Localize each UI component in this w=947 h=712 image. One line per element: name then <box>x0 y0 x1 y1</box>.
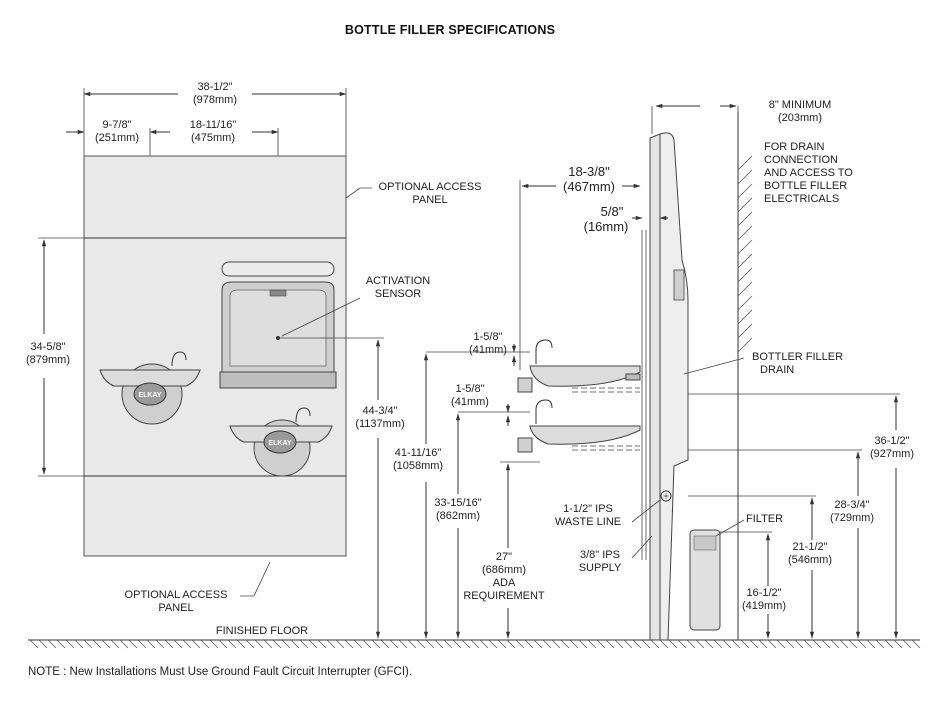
lower-brand-label: ELKAY <box>268 440 291 447</box>
upper-elkay-badge <box>133 382 167 406</box>
activation-sensor <box>276 336 280 340</box>
ada-label-1: ADA <box>493 577 516 589</box>
min-depth-mm: (203mm) <box>778 112 822 124</box>
side-view: 8" MINIMUM (203mm) FOR DRAIN CONNECTION … <box>393 99 914 641</box>
offset-left-in: 9-7/8" <box>103 119 132 131</box>
access-panel-bottom-label-2: PANEL <box>158 602 193 614</box>
upper-fountain-side <box>529 365 641 387</box>
activation-sensor-label-2: SENSOR <box>375 288 422 300</box>
r2-mm: (729mm) <box>830 512 874 524</box>
offset-center-in: 18-11/16" <box>190 119 237 131</box>
spout-lower-mm: (41mm) <box>451 396 489 408</box>
filter-cartridge <box>689 529 721 631</box>
access-panel-bottom-label-1: OPTIONAL ACCESS <box>125 589 228 601</box>
waste-label-1: 1-1/2" IPS <box>563 503 613 515</box>
side-unit-body <box>659 132 689 641</box>
sensor-height-in: 44-3/4" <box>362 405 397 417</box>
lower-fountain-side <box>529 425 641 445</box>
front-width-mm: (978mm) <box>193 94 237 106</box>
front-view: 38-1/2" (978mm) 9-7/8" (251mm) 18-11/16"… <box>26 81 482 639</box>
r2-in: 28-3/4" <box>834 499 869 511</box>
floor-hatching <box>28 639 921 649</box>
r3-mm: (546mm) <box>788 554 832 566</box>
waste-label-2: WASTE LINE <box>555 516 621 528</box>
offset-left-mm: (251mm) <box>95 132 139 144</box>
drain-label-1: BOTTLER FILLER <box>752 351 843 363</box>
wall-gap-mm: (16mm) <box>584 219 629 234</box>
side-depth-in: 18-3/8" <box>568 164 610 179</box>
front-height-in: 34-5/8" <box>30 341 65 353</box>
sensor-height-mm: (1137mm) <box>355 418 404 430</box>
bottle-filler-handle <box>221 261 335 277</box>
spout-upper-in: 1-5/8" <box>474 331 503 343</box>
filter-label: FILTER <box>746 513 783 525</box>
h1-mm: (1058mm) <box>393 460 443 472</box>
drain-note-4: BOTTLE FILLER <box>764 180 847 192</box>
h1-in: 41-11/16" <box>395 447 442 459</box>
drain-note-3: AND ACCESS TO <box>764 167 853 179</box>
r4-in: 16-1/2" <box>746 587 781 599</box>
r4-mm: (419mm) <box>742 600 786 612</box>
supply-label-2: SUPPLY <box>579 562 622 574</box>
h2-in: 33-15/16" <box>434 497 481 509</box>
wall-gap-in: 5/8" <box>601 204 624 219</box>
side-depth-mm: (467mm) <box>563 179 615 194</box>
r1-in: 36-1/2" <box>874 435 909 447</box>
upper-bubbler-icon <box>171 351 187 367</box>
lower-elkay-badge <box>263 430 297 454</box>
finished-floor-label: FINISHED FLOOR <box>216 625 308 637</box>
page-title: BOTTLE FILLER SPECIFICATIONS <box>345 23 555 37</box>
spout-upper-mm: (41mm) <box>469 344 507 356</box>
drain-note-5: ELECTRICALS <box>764 193 839 205</box>
h2-mm: (862mm) <box>436 510 480 522</box>
access-panel-top-label-1: OPTIONAL ACCESS <box>379 181 482 193</box>
ada-in: 27" <box>496 551 512 563</box>
drain-note-1: FOR DRAIN <box>764 141 825 153</box>
front-height-mm: (879mm) <box>26 354 70 366</box>
drain-note-2: CONNECTION <box>764 154 838 166</box>
min-depth-in: 8" MINIMUM <box>769 99 832 111</box>
access-panel-top-label-2: PANEL <box>412 194 447 206</box>
r3-in: 21-1/2" <box>792 541 827 553</box>
gfci-note: NOTE : New Installations Must Use Ground… <box>28 666 412 678</box>
r1-mm: (927mm) <box>870 448 914 460</box>
spout-lower-in: 1-5/8" <box>456 383 485 395</box>
supply-label-1: 3/8" IPS <box>580 549 620 561</box>
front-width-in: 38-1/2" <box>197 81 232 93</box>
drain-label-2: DRAIN <box>760 364 794 376</box>
lower-bubbler-icon <box>295 407 311 423</box>
offset-center-mm: (475mm) <box>191 132 235 144</box>
upper-brand-label: ELKAY <box>138 392 161 399</box>
bottle-filler-tray <box>219 371 337 389</box>
ada-mm: (686mm) <box>482 564 526 576</box>
activation-sensor-label-1: ACTIVATION <box>366 275 430 287</box>
ada-label-2: REQUIREMENT <box>463 590 545 602</box>
bottle-filler-spout <box>269 289 287 297</box>
